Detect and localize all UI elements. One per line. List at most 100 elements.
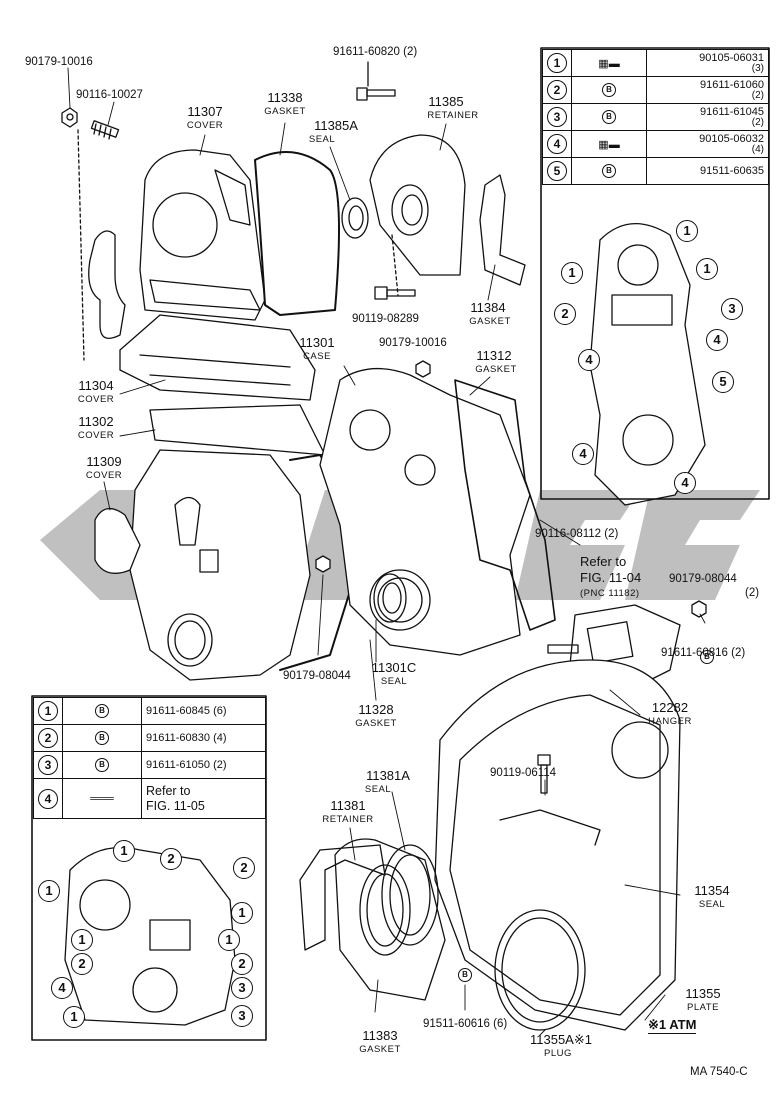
callout-5: 5 (712, 371, 734, 393)
legend-index: 5 (547, 161, 567, 181)
nut-90179-10016 (61, 107, 85, 361)
label-11328: 11328 (358, 702, 394, 717)
label-90119-06114: 90119-06114 (490, 767, 557, 779)
callout-1: 1 (38, 880, 60, 902)
callout-1: 1 (231, 902, 253, 924)
legend-qty: (4) (751, 144, 764, 155)
label-11385A-name: SEAL (308, 134, 336, 145)
callout-2: 2 (231, 953, 253, 975)
callout-2: 2 (71, 953, 93, 975)
label-91611-60820: 91611-60820 (2) (333, 46, 418, 58)
label-11384: 11384 (470, 300, 506, 315)
label-11301-name: CASE (303, 351, 331, 362)
cover-11307 (139, 149, 266, 321)
label-11355A-mark: ※1 (573, 1032, 592, 1047)
label-91511-60616: 91511-60616 (6) (423, 1018, 508, 1030)
label-11354: 11354 (694, 883, 730, 898)
label-11381: 11381 (330, 798, 366, 813)
label-11355: 11355 (685, 986, 721, 1001)
bolt-91611-60820 (356, 61, 396, 101)
legend-part-number: 90105-06032 (699, 133, 764, 145)
label-11312: 11312 (476, 348, 512, 363)
b-mark-icon: B (95, 704, 109, 718)
legend-top-row: 1 ▦▬ 90105-06031(3) (542, 49, 769, 77)
callout-1: 1 (63, 1006, 85, 1028)
bolt-90119-06114 (537, 754, 551, 794)
callout-3: 3 (231, 977, 253, 999)
label-90119-08289: 90119-08289 (352, 313, 419, 325)
seal-11385A (341, 197, 369, 239)
label-11302: 11302 (78, 414, 114, 429)
label-11383: 11383 (362, 1028, 398, 1043)
legend-bottom-row: 3 B 91611-61050 (2) (33, 751, 266, 779)
gasket-11384 (479, 174, 526, 286)
legend-top-row: 4 ▦▬ 90105-06032(4) (542, 130, 769, 158)
legend-qty: (3) (751, 63, 764, 74)
legend-part-number: 91611-61060 (699, 79, 764, 91)
inset-bottom-border (31, 695, 267, 1041)
nut-90179-08044 (315, 555, 331, 573)
label-11301: 11301 (299, 335, 335, 350)
label-11302-name: COVER (77, 430, 115, 441)
legend-part-number: 91611-61050 (2) (141, 751, 266, 779)
legend-index: 4 (38, 788, 58, 809)
legend-bottom-body: 1 B 91611-60845 (6) 2 B 91611-60830 (4) … (33, 697, 266, 819)
legend-bottom-row: 2 B 91611-60830 (4) (33, 724, 266, 752)
gasket-11338 (254, 151, 340, 316)
label-atm-note: ※1 ATM (648, 1017, 697, 1034)
label-11304: 11304 (78, 378, 114, 393)
bolt-90119-08289 (374, 286, 416, 300)
label-11307-name: COVER (186, 120, 224, 131)
inset-top-border (540, 47, 770, 500)
legend-part-number: 90105-06031 (699, 52, 764, 64)
legend-index: 3 (38, 755, 58, 775)
gasket-11312 (454, 379, 556, 631)
legend-part-number: 91511-60635 (699, 165, 764, 177)
label-90179-08044-b-qty: (2) (745, 587, 760, 599)
callout-3: 3 (231, 1005, 253, 1027)
legend-index: 3 (547, 107, 567, 127)
label-11301C: 11301C (371, 660, 417, 675)
bolt-icon: ▦▬ (571, 130, 647, 158)
callout-2: 2 (554, 303, 576, 325)
legend-index: 1 (38, 701, 58, 721)
retainer-11381 (334, 838, 446, 1001)
bolt-icon: ▦▬ (571, 49, 647, 77)
legend-top-body: 1 ▦▬ 90105-06031(3) 2 B 91611-61060(2) 3… (542, 49, 769, 185)
callout-4: 4 (578, 349, 600, 371)
callout-1: 1 (561, 262, 583, 284)
label-12282-name: HANGER (648, 716, 692, 727)
retainer-11385 (369, 134, 466, 296)
seal-11301C (373, 573, 407, 623)
b-mark-icon: B (602, 110, 616, 124)
label-11355A-number: 11355A (530, 1032, 574, 1047)
callout-2: 2 (233, 857, 255, 879)
label-11381A-name: SEAL (364, 784, 392, 795)
cover-11309 (94, 508, 141, 574)
callout-1: 1 (696, 258, 718, 280)
legend-qty: (2) (751, 90, 764, 101)
label-12282: 12282 (651, 700, 689, 715)
label-11309: 11309 (86, 454, 122, 469)
seal-11381A (381, 844, 439, 946)
nut-90179-08044-b (691, 600, 707, 618)
legend-part-number: 91611-60830 (4) (141, 724, 266, 752)
case-11301 (319, 367, 531, 656)
legend-top-row: 2 B 91611-61060(2) (542, 76, 769, 104)
legend-top-row: 3 B 91611-61045(2) (542, 103, 769, 131)
label-11312-name: GASKET (475, 364, 517, 375)
label-11381A: 11381A (366, 768, 410, 783)
label-11307: 11307 (187, 104, 223, 119)
legend-index: 1 (547, 53, 567, 73)
label-11355A-name: PLUG (544, 1048, 572, 1059)
callout-4: 4 (51, 977, 73, 999)
label-90179-10016-b: 90179-10016 (379, 337, 447, 349)
plate-11355 (434, 659, 681, 1031)
callout-4: 4 (706, 329, 728, 351)
legend-table-bottom: 1 B 91611-60845 (6) 2 B 91611-60830 (4) … (33, 697, 266, 819)
cover-11302 (149, 404, 326, 456)
cover-11304 (119, 314, 316, 401)
